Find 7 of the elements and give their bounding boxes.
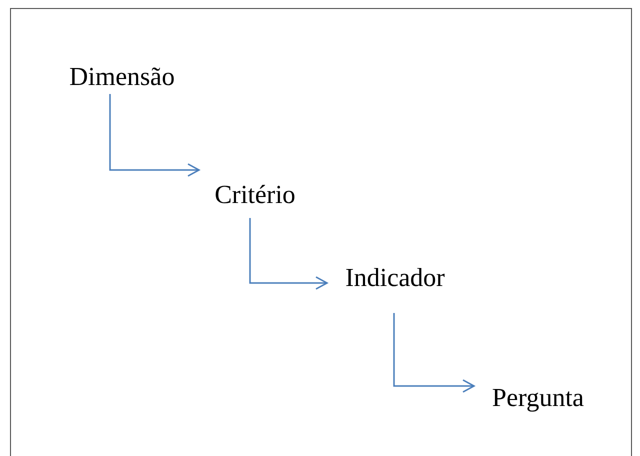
node-label: Pergunta — [478, 381, 598, 415]
node-label: Indicador — [331, 261, 459, 295]
node-label: Dimensão — [56, 60, 188, 94]
arrow — [249, 218, 328, 290]
arrow — [393, 313, 475, 393]
arrow — [109, 94, 200, 177]
node-label: Critério — [203, 178, 307, 212]
